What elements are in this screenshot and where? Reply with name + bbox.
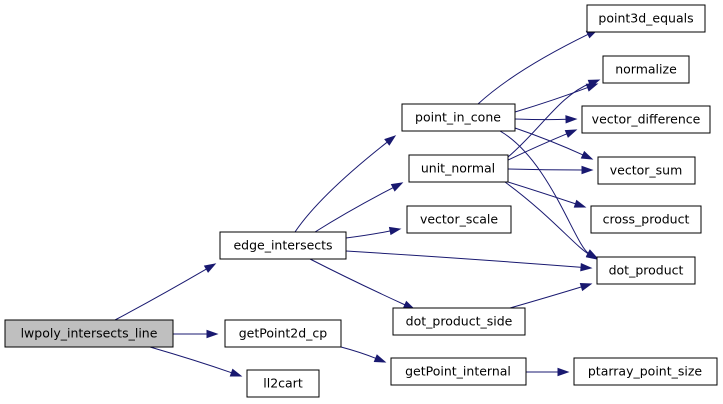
edge-arrowhead (373, 354, 387, 363)
edge-line (149, 346, 233, 374)
node-ptarray-point-size[interactable]: ptarray_point_size (573, 357, 718, 386)
node-label: point3d_equals (598, 11, 693, 26)
edge-arrowhead (564, 129, 578, 138)
edge-line (309, 258, 407, 306)
edge-arrowhead (388, 226, 402, 236)
node-vector-sum[interactable]: vector_sum (597, 156, 696, 185)
node-vector-scale[interactable]: vector_scale (406, 205, 512, 234)
edge-line (345, 250, 583, 268)
node-dot-product[interactable]: dot_product (596, 256, 696, 285)
edge-line (499, 130, 590, 255)
edge-line (507, 133, 568, 161)
edge-getPoint_internal-to-ptarray_point_size (526, 367, 570, 377)
node-label: dot_product_side (406, 314, 513, 329)
edge-lwpoly_intersects_line-to-edge_intersects (114, 263, 217, 321)
edge-arrowhead (585, 250, 599, 260)
edge-point_in_cone-to-vector_difference (514, 115, 578, 124)
node-label: cross_product (603, 212, 690, 227)
edge-line (507, 82, 591, 158)
node-label: point_in_cone (415, 110, 501, 125)
node-unit-normal[interactable]: unit_normal (408, 154, 509, 183)
edge-edge_intersects-to-dot_product (345, 250, 593, 272)
edge-line (509, 286, 583, 309)
edge-arrowhead (557, 367, 570, 377)
node-point-in-cone[interactable]: point_in_cone (401, 103, 516, 132)
node-label: lwpoly_intersects_line (21, 326, 158, 341)
edge-point_in_cone-to-point3d_equals (477, 29, 599, 105)
edge-arrowhead (587, 79, 601, 88)
edge-arrowhead (580, 263, 593, 272)
edge-line (340, 346, 377, 360)
node-label: getPoint_internal (405, 364, 511, 379)
edge-arrowhead (579, 283, 593, 292)
edge-arrowhead (573, 199, 587, 208)
edge-line (294, 141, 389, 233)
node-normalize[interactable]: normalize (602, 55, 690, 84)
node-label: unit_normal (421, 161, 495, 176)
node-dot-product-side[interactable]: dot_product_side (392, 307, 526, 336)
edge-unit_normal-to-dot_product (504, 181, 599, 260)
edge-line (504, 181, 590, 255)
node-label: vector_sum (610, 163, 683, 178)
node-label: edge_intersects (233, 238, 332, 253)
node-label: ptarray_point_size (588, 364, 703, 379)
node-edge-intersects[interactable]: edge_intersects (219, 231, 347, 260)
edge-line (507, 181, 577, 205)
edge-arrowhead (203, 263, 217, 273)
node-label: getPoint2d_cp (239, 326, 328, 341)
edge-arrowhead (565, 115, 578, 124)
node-getpoint2d-cp[interactable]: getPoint2d_cp (224, 319, 342, 348)
node-label: dot_product (609, 263, 684, 278)
node-cross-product[interactable]: cross_product (590, 205, 702, 234)
edge-line (507, 168, 584, 171)
edge-line (514, 86, 589, 113)
edges-layer (114, 29, 601, 377)
edge-line (314, 186, 395, 233)
node-label: normalize (615, 62, 677, 77)
edge-edge_intersects-to-vector_scale (345, 226, 402, 239)
node-getpoint-internal[interactable]: getPoint_internal (390, 357, 527, 386)
edge-edge_intersects-to-point_in_cone (294, 135, 397, 233)
node-label: vector_difference (592, 112, 701, 127)
edge-line (477, 33, 590, 105)
edge-line (114, 268, 208, 321)
edge-arrowhead (384, 135, 397, 146)
edge-dot_product_side-to-dot_product (509, 283, 593, 309)
node-ll2cart[interactable]: ll2cart (246, 369, 320, 398)
node-label: ll2cart (263, 376, 303, 391)
edge-arrowhead (390, 182, 404, 192)
node-point3d-equals[interactable]: point3d_equals (586, 4, 706, 33)
edge-edge_intersects-to-unit_normal (314, 182, 404, 233)
edge-arrowhead (229, 368, 243, 377)
node-label: vector_scale (420, 212, 498, 227)
edge-arrowhead (206, 329, 219, 339)
edge-unit_normal-to-cross_product (507, 181, 587, 208)
node-vector-difference[interactable]: vector_difference (581, 105, 711, 134)
edge-unit_normal-to-vector_difference (507, 129, 578, 161)
edge-edge_intersects-to-dot_product_side (309, 258, 416, 310)
edge-unit_normal-to-normalize (507, 79, 601, 158)
edge-lwpoly_intersects_line-to-getPoint2d_cp (173, 329, 219, 339)
edge-arrowhead (581, 165, 594, 175)
edge-line (514, 118, 568, 121)
edge-lwpoly_intersects_line-to-ll2cart (149, 346, 243, 377)
edge-unit_normal-to-vector_sum (507, 165, 594, 175)
node-lwpoly-intersects-line[interactable]: lwpoly_intersects_line (4, 319, 174, 348)
edge-arrowhead (580, 150, 594, 160)
edge-line (345, 230, 392, 239)
edge-point_in_cone-to-vector_sum (514, 127, 594, 160)
edge-getPoint2d_cp-to-getPoint_internal (340, 346, 387, 363)
